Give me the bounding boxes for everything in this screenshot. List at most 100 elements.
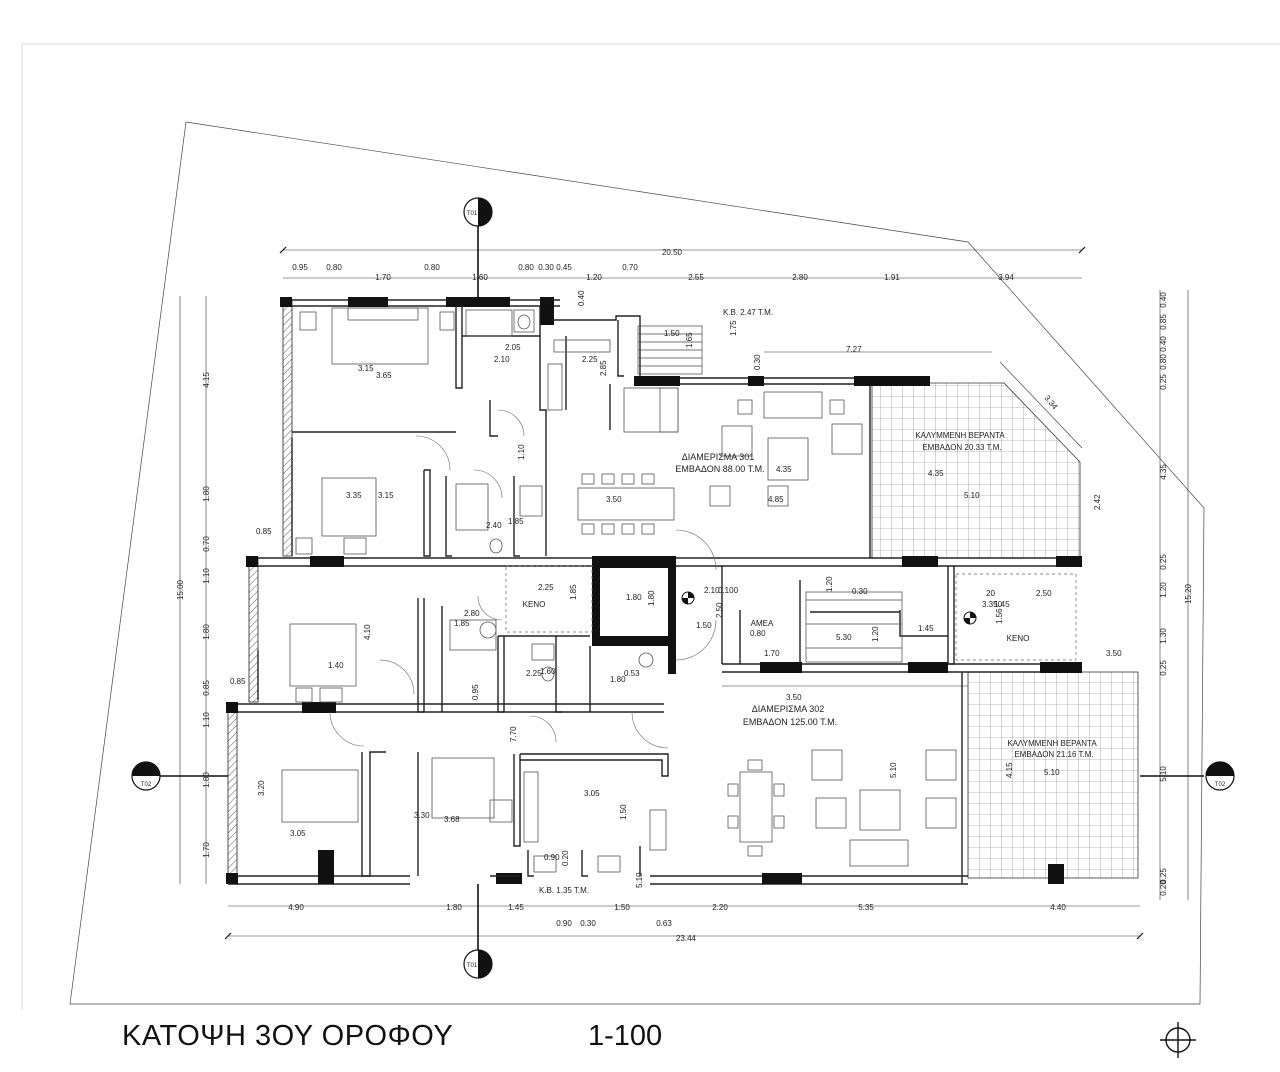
section-lines bbox=[160, 226, 1204, 952]
drawing-scale: 1-100 bbox=[588, 1020, 663, 1052]
dim-left: 1.10 bbox=[202, 568, 211, 584]
dim-left: 1.10 bbox=[202, 712, 211, 728]
dim-interior: 2.10 bbox=[494, 355, 510, 364]
dim-interior: 0.53 bbox=[624, 669, 640, 678]
dim-interior: 0.30 bbox=[852, 587, 868, 596]
dim-interior: 1.80 bbox=[647, 590, 656, 606]
dim-top: 1.91 bbox=[884, 273, 900, 282]
dim-top: 1.60 bbox=[472, 273, 488, 282]
dim-interior: 1.10 bbox=[517, 444, 526, 460]
dim-bottom: 4.90 bbox=[288, 903, 304, 912]
dim-interior: 3.50 bbox=[786, 693, 802, 702]
dim-interior: 2.05 bbox=[505, 343, 521, 352]
apartment-301-label: ΔΙΑΜΕΡΙΣΜΑ 301 bbox=[682, 452, 755, 462]
dim-right: 0.25 bbox=[1159, 374, 1168, 390]
bottom-dimensions: 4.90 1.80 1.45 1.50 2.20 5.35 4.40 0.90 … bbox=[288, 903, 1066, 943]
dim-interior: 1.50 bbox=[619, 804, 628, 820]
section-marker-label: T01 bbox=[467, 211, 478, 217]
dim-interior: 1.80 bbox=[610, 675, 626, 684]
section-marker-icon: T02 bbox=[1205, 761, 1235, 791]
dim-top: 0.80 bbox=[424, 263, 440, 272]
dim-right: 0.25 bbox=[1159, 660, 1168, 676]
dim-interior: 2.50 bbox=[1036, 589, 1052, 598]
section-marker-label: T02 bbox=[1215, 782, 1226, 788]
dim-interior: 0.40 bbox=[577, 290, 586, 306]
dim-left: 1.80 bbox=[202, 486, 211, 502]
dim-interior: 4.35 bbox=[776, 465, 792, 474]
level-markers bbox=[681, 591, 977, 625]
dim-interior: 1.45 bbox=[994, 600, 1010, 609]
dim-interior: 2.25 bbox=[526, 669, 542, 678]
dim-interior: 3.65 bbox=[376, 371, 392, 380]
top-dimensions: 20.50 0.95 0.80 1.70 0.80 1.60 0.80 0.30… bbox=[292, 248, 1014, 282]
dim-left: 1.70 bbox=[202, 842, 211, 858]
dim-interior: 0.95 bbox=[471, 684, 480, 700]
dim-interior: 3.35 bbox=[346, 491, 362, 500]
dim-interior: 2.25 bbox=[582, 355, 598, 364]
dim-top: 1.20 bbox=[586, 273, 602, 282]
dim-interior: 1.45 bbox=[918, 624, 934, 633]
dim-right: 5.10 bbox=[1159, 766, 1168, 782]
exterior-walls bbox=[226, 297, 1082, 885]
section-marker-icon: T01 bbox=[463, 949, 493, 979]
dim-top: 0.70 bbox=[622, 263, 638, 272]
dim-top: 0.80 bbox=[326, 263, 342, 272]
dim-right-overall: 15.20 bbox=[1184, 583, 1193, 604]
plot-boundary bbox=[69, 121, 1205, 1005]
dim-interior: 1.56 bbox=[995, 608, 1004, 624]
dim-interior: 1.60 bbox=[540, 667, 556, 676]
furniture bbox=[281, 307, 957, 873]
dim-top-overall: 20.50 bbox=[662, 248, 683, 257]
dim-interior: 0.85 bbox=[256, 527, 272, 536]
dim-interior: 1.70 bbox=[764, 649, 780, 658]
dim-top: 0.30 bbox=[538, 263, 554, 272]
storage-label: Κ.Β. 1.35 Τ.Μ. bbox=[539, 886, 589, 895]
section-marker-label: T02 bbox=[141, 782, 152, 788]
dim-interior: 1.20 bbox=[871, 626, 880, 642]
section-marker-icon: T01 bbox=[463, 197, 493, 227]
left-dimensions: 15.00 4.15 1.80 0.70 1.10 1.80 0.85 1.10… bbox=[176, 372, 211, 858]
dim-interior: 2.42 bbox=[1093, 494, 1102, 510]
dim-top: 0.80 bbox=[518, 263, 534, 272]
dim-left: 1.80 bbox=[202, 772, 211, 788]
veranda-lower-grid bbox=[967, 671, 1139, 879]
dim-interior: 4.15 bbox=[1005, 762, 1014, 778]
dim-right: 0.85 bbox=[1159, 314, 1168, 330]
dim-right: 1.20 bbox=[1159, 582, 1168, 598]
dim-interior: 2.40 bbox=[486, 521, 502, 530]
dimension-lines bbox=[179, 246, 1189, 940]
dim-left-overall: 15.00 bbox=[176, 579, 185, 600]
dim-interior: 2.10 bbox=[704, 586, 720, 595]
dim-bottom-overall: 23.44 bbox=[676, 934, 697, 943]
dim-interior: 1.50 bbox=[664, 329, 680, 338]
dim-interior: 1.40 bbox=[328, 661, 344, 670]
dim-interior: 3.350 bbox=[982, 600, 1003, 609]
dim-interior: 1.85 bbox=[508, 517, 524, 526]
dim-interior: 1.80 bbox=[626, 593, 642, 602]
dim-bottom: 1.80 bbox=[446, 903, 462, 912]
dim-top: 0.45 bbox=[556, 263, 572, 272]
dim-right: 0.40 bbox=[1159, 292, 1168, 308]
apartment-302-area: ΕΜΒΑΔΟΝ 125.00 Τ.Μ. bbox=[743, 717, 837, 727]
dim-top: 0.95 bbox=[292, 263, 308, 272]
dim-left: 0.70 bbox=[202, 536, 211, 552]
dim-interior: 0.80 bbox=[750, 629, 766, 638]
dim-interior: 3.05 bbox=[584, 789, 600, 798]
veranda-lower-label: ΚΑΛΥΜΜΕΝΗ ΒΕΡΑΝΤΑ bbox=[1007, 739, 1097, 748]
dim-right: 0.20 bbox=[1159, 880, 1168, 896]
sheet-frame bbox=[21, 43, 1280, 1010]
dim-interior: 3.30 bbox=[414, 811, 430, 820]
veranda-upper-area: ΕΜΒΑΔΟΝ 20.33 Τ.Μ. bbox=[922, 443, 1001, 452]
dim-interior: 0.90 bbox=[544, 853, 560, 862]
dim-right: 0.25 bbox=[1159, 554, 1168, 570]
stair-and-void-details bbox=[505, 325, 1077, 663]
dim-interior: 5.30 bbox=[836, 633, 852, 642]
void-label: ΚΕΝΟ bbox=[523, 600, 546, 609]
dim-interior: 5.10 bbox=[889, 762, 898, 778]
dim-interior: 5.10 bbox=[964, 491, 980, 500]
veranda-upper-grid bbox=[871, 382, 1081, 559]
dim-interior: 3.15 bbox=[378, 491, 394, 500]
dim-right: 0.25 bbox=[1159, 868, 1168, 884]
dim-interior: 1.65 bbox=[685, 332, 694, 348]
